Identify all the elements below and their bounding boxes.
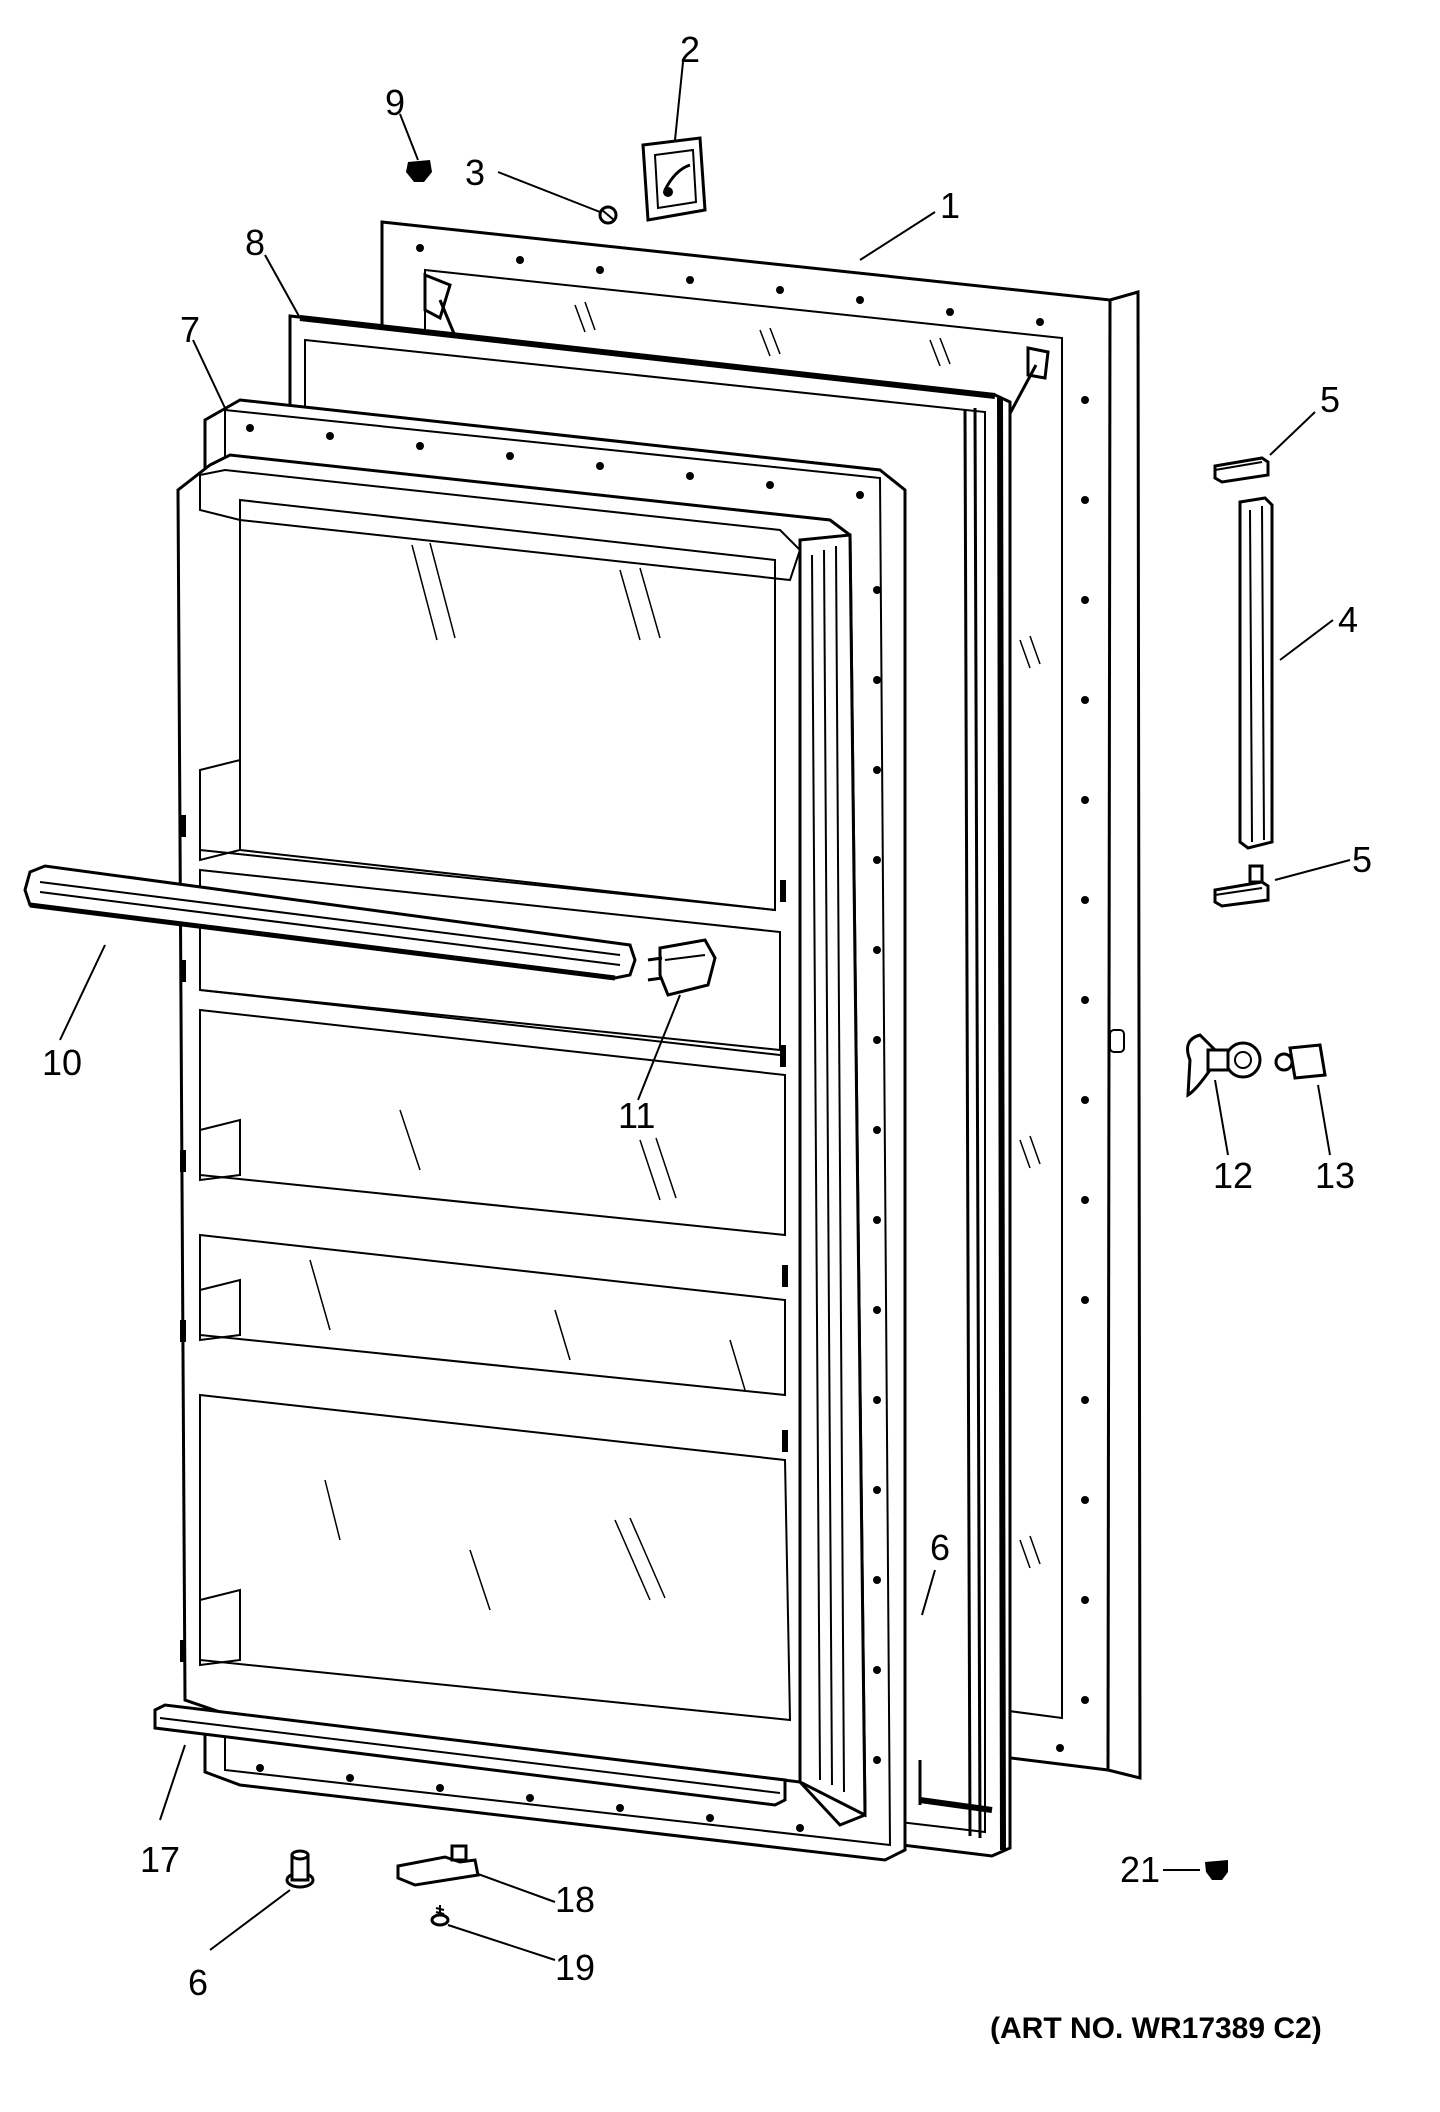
outer-panel-holes xyxy=(416,244,1089,1752)
liner-side-ribs xyxy=(811,545,845,1793)
strike-13 xyxy=(1274,1043,1327,1080)
callout-18: 18 xyxy=(555,1879,595,1920)
callout-12: 12 xyxy=(1213,1155,1253,1196)
callout-8: 8 xyxy=(245,222,265,263)
handle-cover xyxy=(641,136,707,222)
plug-21 xyxy=(1205,1860,1228,1880)
plug-9 xyxy=(406,160,432,182)
door-stop-4 xyxy=(1238,496,1274,850)
callout-7: 7 xyxy=(180,309,200,350)
callout-19: 19 xyxy=(555,1947,595,1988)
liner-compartment-5 xyxy=(199,1393,792,1722)
callout-5-top: 5 xyxy=(1320,379,1340,420)
lock-12 xyxy=(1186,1033,1262,1098)
callout-10: 10 xyxy=(42,1042,82,1083)
liner-compartment-3 xyxy=(199,1008,786,1237)
callout-labels: 1 2 3 4 5 5 6 6 7 8 9 10 11 12 13 17 18 … xyxy=(42,29,1372,2003)
callout-2: 2 xyxy=(680,29,700,70)
screw-19 xyxy=(430,1905,450,1927)
callout-5-bottom: 5 xyxy=(1352,839,1372,880)
callout-6-bottom: 6 xyxy=(188,1962,208,2003)
callout-9: 9 xyxy=(385,82,405,123)
callout-1: 1 xyxy=(940,185,960,226)
callout-3: 3 xyxy=(465,152,485,193)
leader-lines xyxy=(59,61,1351,1961)
screw-3 xyxy=(598,205,618,225)
shelf-bar xyxy=(23,864,637,981)
shelf-studs xyxy=(180,815,788,1662)
bottom-shelf-bar xyxy=(153,1703,787,1807)
shelf-end-cap xyxy=(647,938,717,997)
spacer-5-bottom xyxy=(1213,864,1270,908)
callout-21: 21 xyxy=(1120,1849,1160,1890)
bracket-18 xyxy=(396,1844,480,1887)
hinge-pin-6 xyxy=(285,1849,315,1889)
flange-holes xyxy=(246,424,881,1832)
spacer-5-top xyxy=(1213,456,1270,484)
liner-compartment-1 xyxy=(199,498,776,912)
callout-6-mid: 6 xyxy=(930,1527,950,1568)
callout-4: 4 xyxy=(1338,599,1358,640)
callout-13: 13 xyxy=(1315,1155,1355,1196)
callout-17: 17 xyxy=(140,1839,180,1880)
outer-panel-glare xyxy=(574,301,1041,1569)
liner-compartment-4 xyxy=(199,1233,786,1397)
door-liner xyxy=(176,453,867,1827)
callout-11: 11 xyxy=(618,1095,655,1136)
art-number: (ART NO. WR17389 C2) xyxy=(990,2012,1322,2045)
